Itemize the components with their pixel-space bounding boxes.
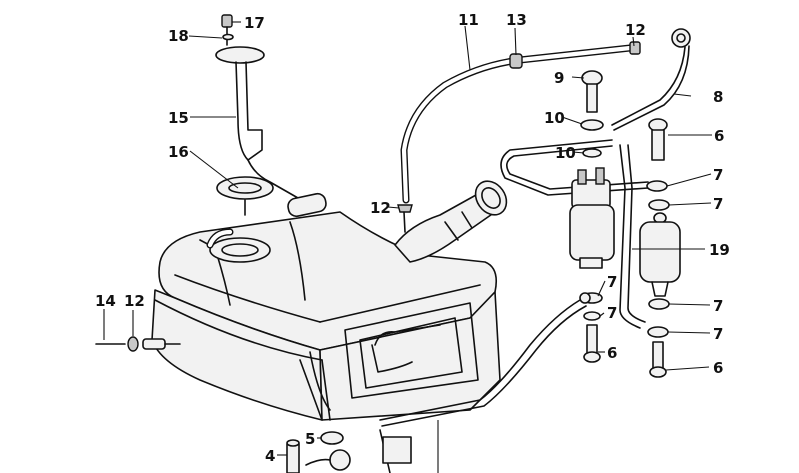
pipe-4	[286, 439, 351, 473]
callout-7-d: 7	[607, 304, 617, 322]
lock-ring	[216, 176, 274, 216]
callout-5: 5	[305, 430, 315, 448]
callout-labels: 17 18 15 16 11 13 12 9 8 10 10 6 7 7 12 …	[95, 11, 730, 465]
hollow-bolt-6-lower	[583, 324, 667, 378]
filler-neck	[394, 180, 508, 263]
sending-unit	[215, 46, 327, 218]
callout-6-upper: 6	[714, 127, 724, 145]
callout-10-lower: 10	[555, 144, 576, 162]
pump-loop-lines	[500, 139, 649, 329]
callout-12-top: 12	[625, 21, 646, 39]
callout-6-lower: 6	[713, 359, 723, 377]
callout-7-c: 7	[607, 273, 617, 291]
callout-12-mid: 12	[370, 199, 391, 217]
callout-7-b: 7	[713, 195, 723, 213]
washer-5	[320, 431, 344, 445]
callout-9: 9	[554, 69, 564, 87]
callout-17: 17	[244, 14, 265, 32]
callout-13: 13	[506, 11, 527, 29]
bolt-17	[221, 14, 234, 46]
callout-10-upper: 10	[544, 109, 565, 127]
hollow-bolt-6-upper	[648, 118, 668, 161]
callout-6-mid: 6	[607, 344, 617, 362]
callout-12-left: 12	[124, 292, 145, 310]
fuel-line-8	[611, 28, 691, 131]
sender-flange	[206, 228, 271, 263]
callout-4: 4	[265, 447, 275, 465]
callout-16: 16	[168, 143, 189, 161]
callout-19: 19	[709, 241, 730, 259]
callout-7-a: 7	[713, 166, 723, 184]
callout-11: 11	[458, 11, 479, 29]
feed-line-under-tank	[379, 292, 591, 473]
callout-15: 15	[168, 109, 189, 127]
fuel-filter	[639, 212, 681, 297]
callout-18: 18	[168, 27, 189, 45]
fuel-pump	[569, 167, 615, 269]
banjo-bolt-9	[580, 70, 604, 158]
callout-7-f: 7	[713, 325, 723, 343]
breather-line	[397, 44, 634, 233]
callout-14: 14	[95, 292, 116, 310]
callout-7-e: 7	[713, 297, 723, 315]
callout-8: 8	[713, 88, 723, 106]
leader-lines	[103, 21, 712, 473]
vent-hose-14	[95, 336, 181, 352]
